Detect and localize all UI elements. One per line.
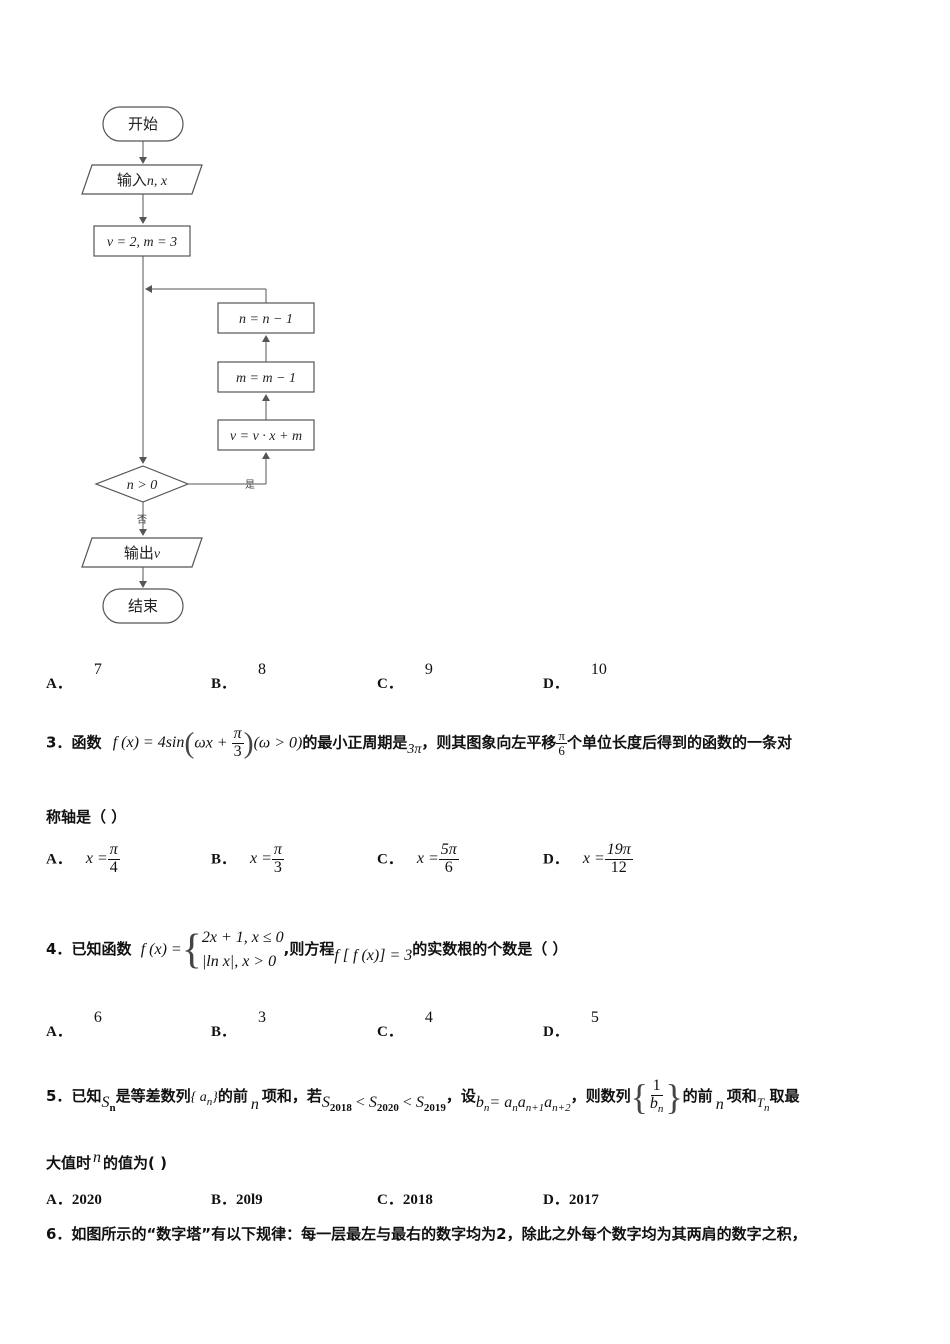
step-m-box xyxy=(217,361,315,393)
yes-label: 是 xyxy=(245,479,255,491)
q3-stem-cont: 称轴是（ ） xyxy=(46,808,127,826)
start-label: 开始 xyxy=(128,115,158,133)
output-var: v xyxy=(154,547,161,562)
init-text: v = 2, m = 3 xyxy=(107,235,177,250)
q4-option-b: B．3 xyxy=(211,1009,267,1040)
input-box xyxy=(81,164,203,195)
init-box xyxy=(93,225,191,257)
q6-stem: 6．如图所示的“数字塔”有以下规律：每一层最左与最右的数字均为2，除此之外每个数… xyxy=(46,1225,807,1243)
q5-option-a: A．2020 xyxy=(46,1192,102,1208)
step-m-text: m = m − 1 xyxy=(236,371,296,386)
step-n-text: n = n − 1 xyxy=(239,312,293,327)
step-n-box xyxy=(217,302,315,334)
q4-option-c: C．4 xyxy=(377,1009,433,1040)
end-label: 结束 xyxy=(128,597,158,615)
q5-option-d: D．2017 xyxy=(543,1192,599,1208)
step-v-text: v = v · x + m xyxy=(230,429,302,444)
q4-option-a: A．6 xyxy=(46,1009,102,1040)
q2-option-b: B．8 xyxy=(211,661,267,692)
q2-option-d: D．10 xyxy=(543,661,607,692)
output-box xyxy=(81,537,203,568)
q5-option-c: C．2018 xyxy=(377,1192,433,1208)
q2-option-c: C．9 xyxy=(377,661,433,692)
svg-text:输出v: 输出v xyxy=(124,544,161,562)
flowchart: 开始 输入n, x v = 2, m = 3 n = n − 1 m = m −… xyxy=(81,106,315,624)
end-terminal xyxy=(102,588,184,624)
q4-option-d: D．5 xyxy=(543,1009,599,1040)
q2-option-a: A．7 xyxy=(46,661,102,692)
condition-text: n > 0 xyxy=(127,478,157,493)
input-label: 输入 xyxy=(117,171,147,189)
output-label: 输出 xyxy=(124,544,154,562)
no-label: 否 xyxy=(137,514,147,526)
svg-text:输入n, x: 输入n, x xyxy=(117,171,168,189)
q4-stem: 4．已知函数 f (x) ={2x + 1, x ≤ 0|ln x|, x > … xyxy=(46,927,568,973)
input-vars: n, x xyxy=(147,174,168,189)
q5-option-b: B．20l9 xyxy=(211,1192,263,1208)
step-v-box xyxy=(217,419,315,451)
